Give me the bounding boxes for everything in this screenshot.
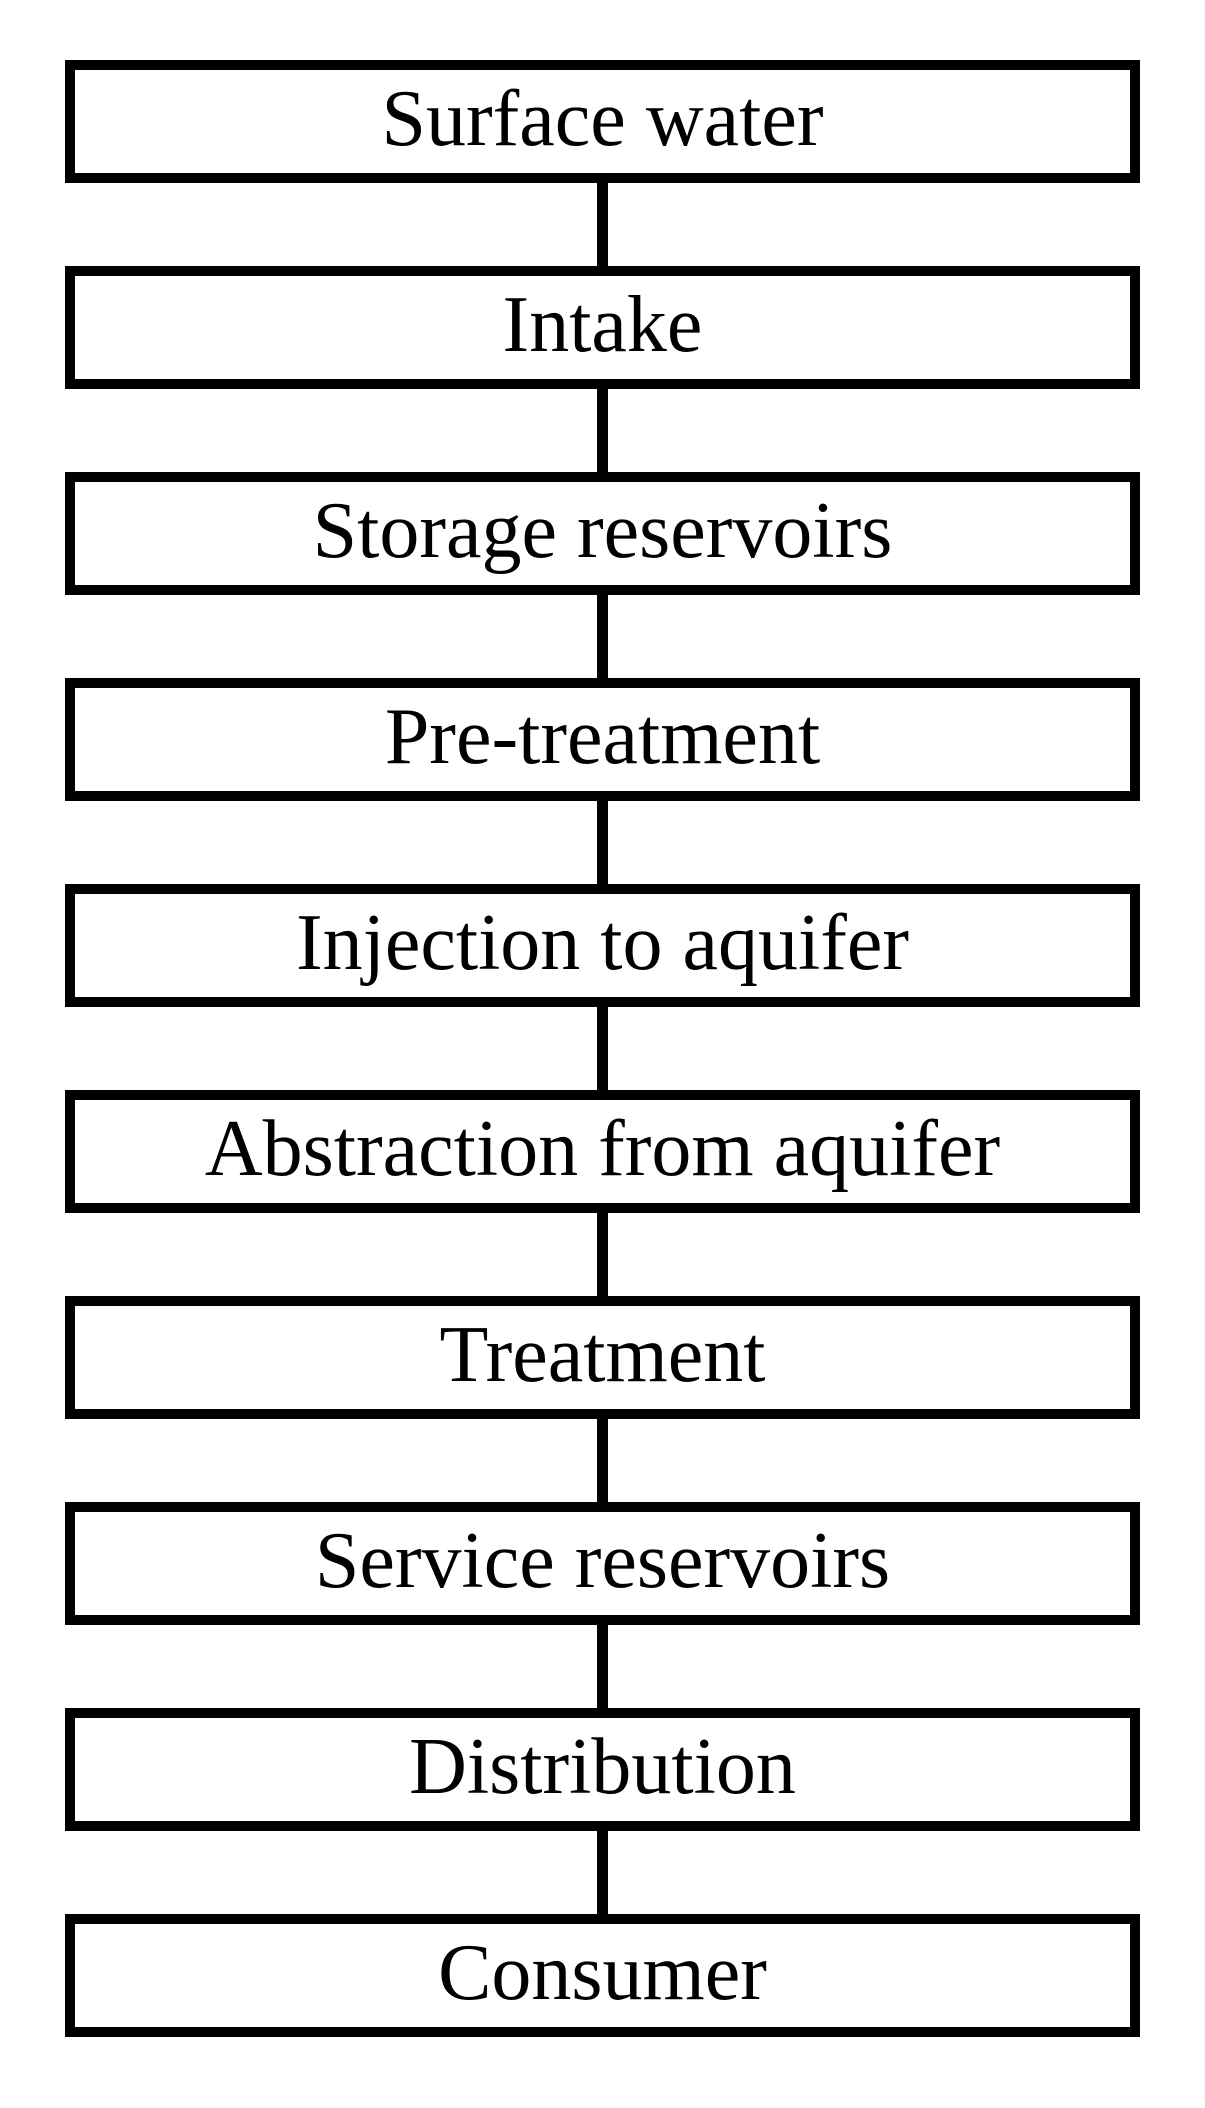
flow-node-distribution: Distribution bbox=[65, 1708, 1140, 1831]
flow-node-label: Distribution bbox=[409, 1722, 796, 1811]
connector-line bbox=[597, 595, 608, 678]
connector-line bbox=[597, 1831, 608, 1914]
connector-line bbox=[597, 1007, 608, 1090]
flow-node-label: Injection to aquifer bbox=[295, 898, 910, 987]
flow-node-label: Storage reservoirs bbox=[312, 486, 893, 575]
connector-line bbox=[597, 801, 608, 884]
connector-line bbox=[597, 1625, 608, 1708]
flow-node-label: Service reservoirs bbox=[314, 1516, 891, 1605]
flow-node-storage-reservoirs: Storage reservoirs bbox=[65, 472, 1140, 595]
flow-node-abstraction-from-aquifer: Abstraction from aquifer bbox=[65, 1090, 1140, 1213]
flow-node-surface-water: Surface water bbox=[65, 60, 1140, 183]
flow-node-injection-to-aquifer: Injection to aquifer bbox=[65, 884, 1140, 1007]
flow-node-treatment: Treatment bbox=[65, 1296, 1140, 1419]
connector-line bbox=[597, 1419, 608, 1502]
flow-node-service-reservoirs: Service reservoirs bbox=[65, 1502, 1140, 1625]
connector-line bbox=[597, 183, 608, 266]
flow-node-label: Consumer bbox=[438, 1928, 767, 2017]
flow-node-intake: Intake bbox=[65, 266, 1140, 389]
flow-node-label: Treatment bbox=[439, 1310, 766, 1399]
flow-node-label: Surface water bbox=[381, 74, 824, 163]
flow-node-label: Intake bbox=[502, 280, 703, 369]
flow-node-pre-treatment: Pre-treatment bbox=[65, 678, 1140, 801]
connector-line bbox=[597, 1213, 608, 1296]
flow-node-consumer: Consumer bbox=[65, 1914, 1140, 2037]
flow-node-label: Abstraction from aquifer bbox=[204, 1104, 1001, 1193]
connector-line bbox=[597, 389, 608, 472]
flow-node-label: Pre-treatment bbox=[384, 692, 821, 781]
